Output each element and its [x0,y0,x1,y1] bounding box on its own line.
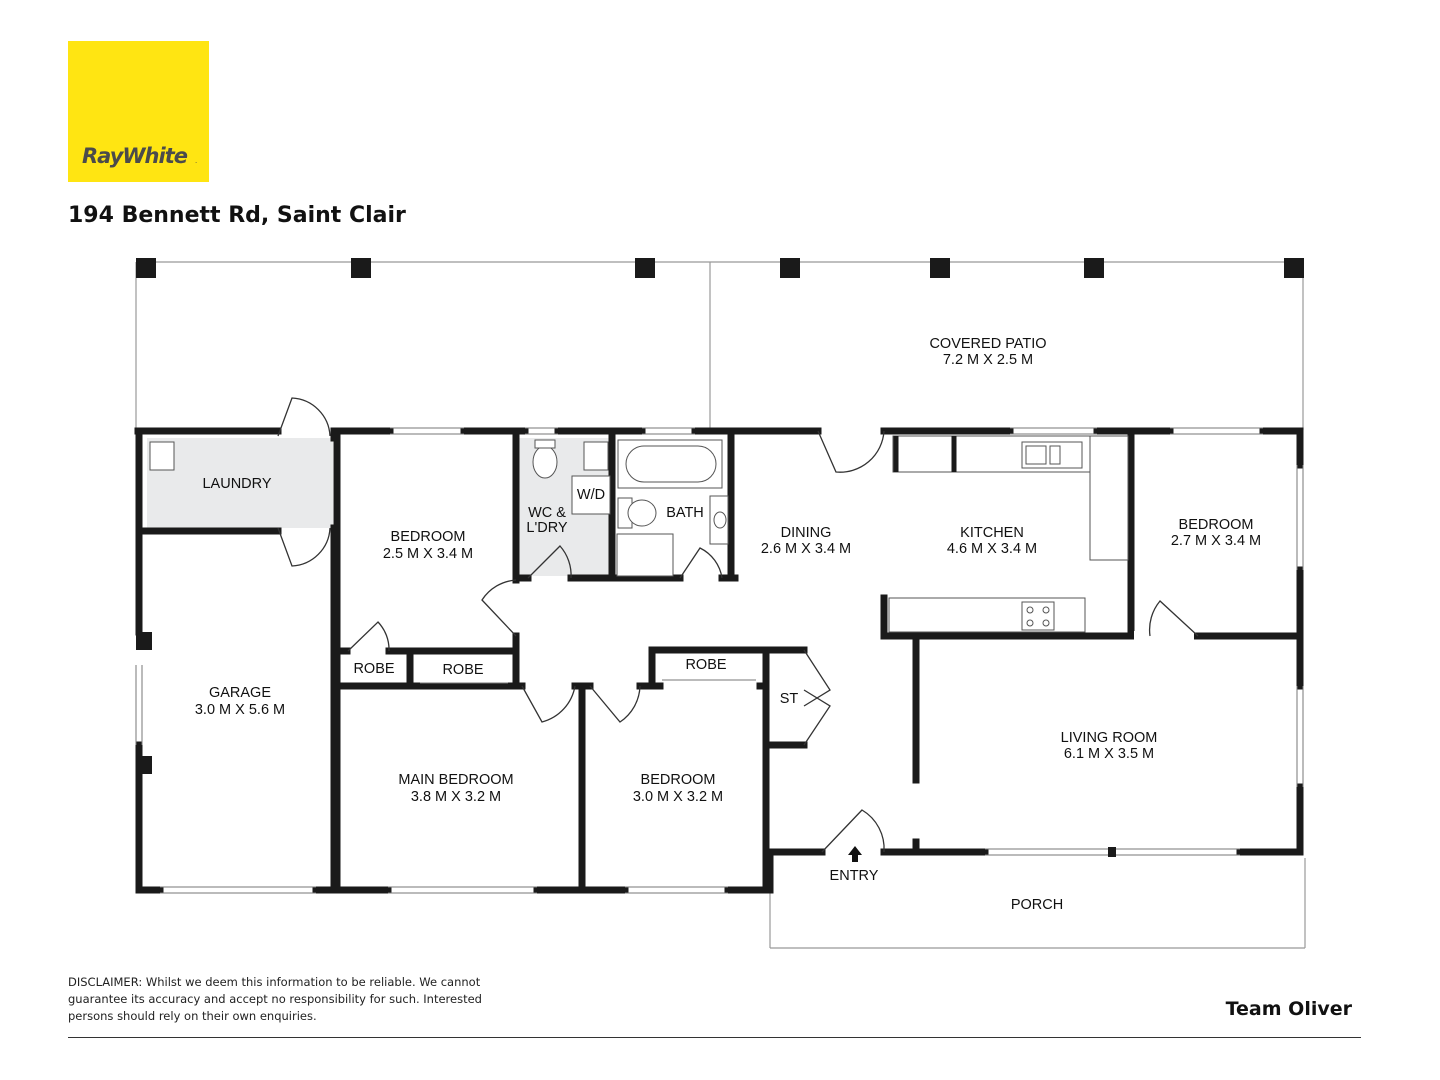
bedroom-a-size: 2.5 M X 3.4 M [383,546,473,562]
entry-name: ENTRY [830,868,879,884]
bedroom-a-name: BEDROOM [391,529,466,545]
kitchen-size: 4.6 M X 3.4 M [947,541,1037,557]
logo-dot: . [195,157,197,165]
logo-background [68,41,209,182]
walls [134,427,1304,894]
doors [277,397,1199,853]
dining-name: DINING [781,525,832,541]
garage-wall-stub-1 [136,632,152,650]
kitchen-fixtures [888,435,1129,633]
main-bedroom-size: 3.8 M X 3.2 M [411,789,501,805]
footer-divider [68,1037,1361,1038]
st-name: ST [780,691,799,707]
patio-posts [136,258,1304,278]
bedroom-c-name: BEDROOM [641,772,716,788]
patio-outline [135,261,1304,430]
kitchen-name: KITCHEN [960,525,1024,541]
window-divider [1108,847,1116,857]
property-address: 194 Bennett Rd, Saint Clair [68,203,406,228]
garage-size: 3.0 M X 5.6 M [195,702,285,718]
disclaimer-text: DISCLAIMER: Whilst we deem this informat… [68,975,482,1023]
wc-name-line1: WC & [528,505,566,521]
robe-3-name: ROBE [685,657,726,673]
bathroom-fixtures [149,439,729,577]
living-room-name: LIVING ROOM [1061,730,1158,746]
porch-outline [769,858,1306,949]
kitchen-pantry-walls [893,436,957,472]
robe-2-name: ROBE [442,662,483,678]
living-room-size: 6.1 M X 3.5 M [1064,746,1154,762]
laundry-name: LAUNDRY [202,476,271,492]
entry-arrow-icon [848,846,862,862]
garage-wall-stub-2 [136,756,152,774]
raywhite-logo: RayWhite . [68,41,209,182]
team-name: Team Oliver [1225,998,1352,1020]
robe-1-name: ROBE [353,661,394,677]
covered-patio-name: COVERED PATIO [929,336,1046,352]
logo-text: RayWhite [82,144,188,168]
porch-name: PORCH [1011,897,1063,913]
bedroom-b-size: 2.7 M X 3.4 M [1171,533,1261,549]
main-bedroom-name: MAIN BEDROOM [398,772,513,788]
laundry-floor [147,438,333,528]
garage-name: GARAGE [209,685,271,701]
bath-name: BATH [666,505,704,521]
bedroom-c-size: 3.0 M X 3.2 M [633,789,723,805]
covered-patio-size: 7.2 M X 2.5 M [943,352,1033,368]
bedroom-b-name: BEDROOM [1179,517,1254,533]
wd-name: W/D [577,487,605,503]
living-wall-cover [1134,631,1194,641]
wc-name-line2: L'DRY [526,520,568,536]
dining-size: 2.6 M X 3.4 M [761,541,851,557]
